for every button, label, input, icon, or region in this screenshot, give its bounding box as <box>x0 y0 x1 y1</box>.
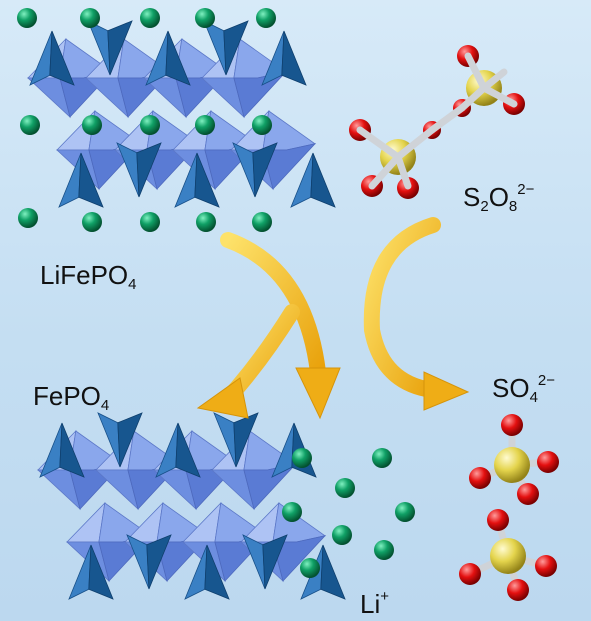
lithium-sphere <box>140 8 160 28</box>
lithium-sphere <box>282 502 302 522</box>
so4-label: SO42− <box>492 372 556 406</box>
tetrahedron <box>68 544 114 600</box>
arrow-delithiation <box>220 232 341 420</box>
lithium-sphere <box>195 8 215 28</box>
tetrahedron <box>203 20 249 76</box>
lifepo4-label: LiFePO4 <box>40 260 137 293</box>
oxygen-atom <box>507 579 529 601</box>
tetrahedron <box>242 534 288 590</box>
tetrahedron <box>155 422 201 478</box>
oxygen-atom <box>487 509 509 531</box>
tetrahedron <box>58 152 104 208</box>
bond <box>480 68 508 92</box>
sulfur-atom <box>490 538 526 574</box>
lithium-sphere <box>18 208 38 228</box>
tetrahedron <box>261 30 307 86</box>
lithium-sphere <box>252 115 272 135</box>
bond <box>480 84 518 108</box>
tetrahedron <box>145 30 191 86</box>
arrow-sulfate <box>363 217 470 411</box>
tetrahedron <box>184 544 230 600</box>
oxygen-atom <box>537 451 559 473</box>
oxygen-atom <box>517 483 539 505</box>
bond <box>394 126 436 161</box>
bond <box>464 52 488 92</box>
lithium-sphere <box>292 448 312 468</box>
s2o8-label: S2O82− <box>463 181 535 215</box>
lithium-sphere <box>256 8 276 28</box>
lithium-sphere <box>80 8 100 28</box>
bond <box>458 84 488 112</box>
lithium-sphere <box>332 525 352 545</box>
sulfur-atom <box>494 447 530 483</box>
lithium-sphere <box>335 478 355 498</box>
tetrahedron <box>271 422 317 478</box>
sulfate-molecule <box>459 509 557 601</box>
oxygen-atom <box>535 555 557 577</box>
tetrahedron <box>39 422 85 478</box>
tetrahedron <box>116 142 162 198</box>
tetrahedron <box>232 142 278 198</box>
lithium-sphere <box>140 212 160 232</box>
fepo4-label: FePO4 <box>33 381 110 414</box>
lithium-sphere <box>374 540 394 560</box>
sulfate-molecule <box>469 414 559 505</box>
lithium-sphere <box>300 558 320 578</box>
oxygen-atom <box>469 467 491 489</box>
tetrahedron <box>174 152 220 208</box>
lithium-sphere <box>372 448 392 468</box>
tetrahedron <box>87 20 133 76</box>
bond <box>394 153 412 190</box>
oxygen-atom <box>501 414 523 436</box>
tetrahedron <box>126 534 172 590</box>
polyhedral-layer <box>26 20 336 208</box>
bond <box>368 153 402 190</box>
lithium-sphere <box>196 212 216 232</box>
polyhedral-layer <box>36 412 346 600</box>
lithium-sphere <box>395 502 415 522</box>
lithium-sphere <box>82 212 102 232</box>
bond <box>428 104 466 134</box>
tetrahedron <box>290 152 336 208</box>
lithium-sphere <box>20 115 40 135</box>
oxygen-atom <box>459 563 481 585</box>
lithium-sphere <box>140 115 160 135</box>
tetrahedron <box>97 412 143 468</box>
li-ion-label: Li+ <box>360 588 390 619</box>
tetrahedron <box>213 412 259 468</box>
tetrahedron <box>29 30 75 86</box>
lithium-sphere <box>195 115 215 135</box>
bond <box>356 126 402 161</box>
lithium-sphere <box>82 115 102 135</box>
arrow-fepo4 <box>196 304 300 419</box>
lithium-sphere <box>252 212 272 232</box>
lithium-sphere <box>17 8 37 28</box>
